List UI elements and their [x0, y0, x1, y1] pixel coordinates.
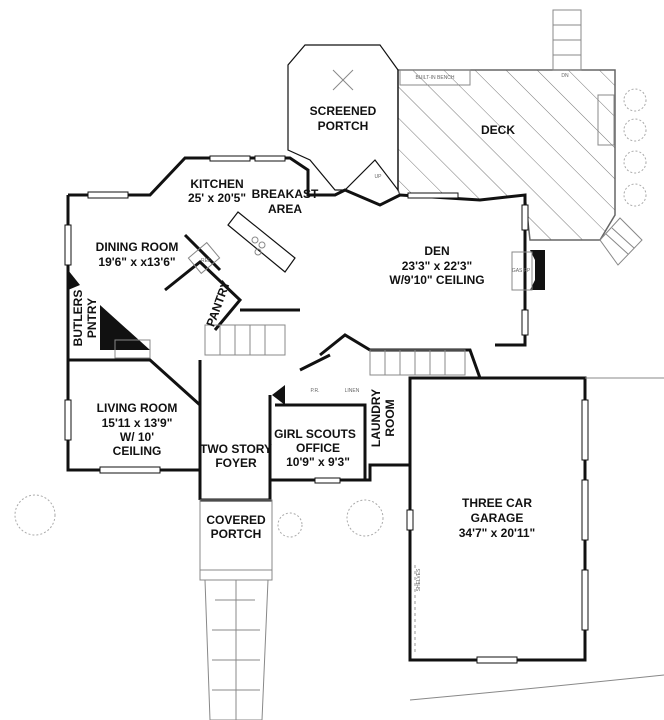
svg-text:THREE CAR: THREE CAR: [462, 496, 532, 510]
fireplace-den: [530, 250, 545, 290]
label-linen: LINEN: [345, 388, 360, 394]
label-garage: THREE CAR GARAGE 34'7" x 20'11": [459, 496, 535, 540]
svg-text:W/9'10" CEILING: W/9'10" CEILING: [389, 273, 484, 287]
svg-text:19'6" x x13'6": 19'6" x x13'6": [98, 255, 175, 269]
deck-stairs-top: [552, 9, 582, 71]
deck: [397, 9, 643, 266]
svg-text:COVERED: COVERED: [206, 513, 266, 527]
svg-text:DINING ROOM: DINING ROOM: [96, 240, 179, 254]
label-pr: P.R.: [310, 388, 319, 394]
svg-text:25' x 20'5": 25' x 20'5": [188, 191, 246, 205]
svg-text:W/ 10': W/ 10': [120, 430, 154, 444]
label-screened-porch: SCREENED PORTCH: [310, 104, 377, 133]
label-shelves: SHELVES: [416, 568, 422, 591]
label-laundry: LAUNDRY ROOM: [369, 389, 397, 447]
svg-text:23'3" x 22'3": 23'3" x 22'3": [402, 259, 472, 273]
svg-text:15'11 x 13'9": 15'11 x 13'9": [102, 416, 173, 430]
label-kitchen: KITCHEN 25' x 20'5": [188, 177, 246, 205]
svg-text:FOYER: FOYER: [215, 456, 257, 470]
svg-text:PORTCH: PORTCH: [318, 119, 369, 133]
label-covered-porch: COVERED PORTCH: [206, 513, 266, 541]
svg-text:CEILING: CEILING: [113, 444, 162, 458]
svg-text:PNTRY: PNTRY: [85, 298, 99, 338]
label-living-room: LIVING ROOM 15'11 x 13'9" W/ 10' CEILING: [97, 401, 178, 458]
label-ref: REF: [201, 258, 211, 264]
label-den: DEN 23'3" x 22'3" W/9'10" CEILING: [389, 244, 484, 287]
ceiling-fan-icon: [332, 69, 354, 91]
driveway-edge: [409, 674, 664, 701]
svg-text:LIVING ROOM: LIVING ROOM: [97, 401, 178, 415]
label-bench: BUILT-IN BENCH: [415, 75, 454, 81]
svg-text:PORTCH: PORTCH: [211, 527, 262, 541]
svg-text:SCREENED: SCREENED: [310, 104, 377, 118]
svg-text:GARAGE: GARAGE: [471, 511, 524, 525]
covered-porch: [199, 499, 273, 720]
kitchen-island: [227, 211, 296, 273]
svg-text:OFFICE: OFFICE: [296, 441, 340, 455]
svg-text:DEN: DEN: [424, 244, 449, 258]
stairs: [204, 324, 466, 376]
windows: [64, 155, 589, 664]
label-pantry: PANTRY: [203, 279, 233, 329]
label-foyer: TWO STORY FOYER: [200, 442, 272, 470]
svg-text:TWO STORY: TWO STORY: [200, 442, 272, 456]
svg-text:GIRL SCOUTS: GIRL SCOUTS: [274, 427, 356, 441]
svg-text:34'7" x 20'11": 34'7" x 20'11": [459, 526, 535, 540]
label-dn: DN: [561, 73, 569, 79]
svg-text:KITCHEN: KITCHEN: [190, 177, 243, 191]
label-breakfast-area: BREAKAST AREA: [252, 187, 319, 216]
svg-text:AREA: AREA: [268, 202, 302, 216]
shrubs: [14, 88, 647, 538]
label-up: UP: [375, 174, 383, 180]
label-office: GIRL SCOUTS OFFICE 10'9" x 9'3": [274, 427, 356, 469]
svg-text:BUTLERS: BUTLERS: [71, 290, 85, 347]
svg-text:10'9" x 9'3": 10'9" x 9'3": [286, 455, 350, 469]
label-butlers-pantry: BUTLERS PNTRY: [71, 290, 99, 347]
fireplace-dining: [100, 305, 150, 350]
deck-stairs-side: [599, 217, 643, 266]
svg-text:LAUNDRY: LAUNDRY: [369, 389, 383, 447]
svg-text:ROOM: ROOM: [383, 399, 397, 436]
svg-text:BREAKAST: BREAKAST: [252, 187, 319, 201]
label-dining-room: DINING ROOM 19'6" x x13'6": [96, 240, 179, 269]
label-gas-fp: GAS FP: [512, 268, 531, 274]
label-deck: DECK: [481, 123, 515, 137]
